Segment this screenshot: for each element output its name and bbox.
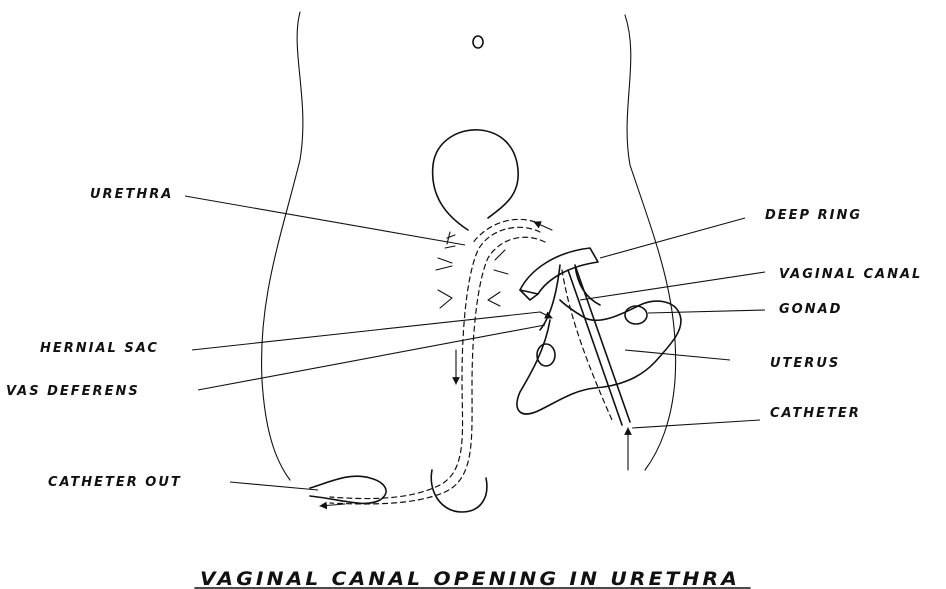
catheter-path-third [472,219,535,244]
label-catheter-out: CATHETER OUT [48,475,182,490]
catheter-path [330,219,552,504]
urethra-wall-mid-right [494,250,508,274]
catheter-path-outer [330,227,540,498]
label-catheter: CATHETER [770,406,861,421]
leader-vas-deferens [198,325,545,390]
label-gonad: GONAD [779,302,842,317]
navel [473,36,483,48]
catheter-exit-bulge [310,476,386,503]
leader-vaginal-canal [580,272,765,300]
leader-catheter-out [230,482,318,490]
label-vaginal-canal: VAGINAL CANAL [779,267,922,282]
catheter-exit [310,476,386,506]
label-deep-ring: DEEP RING [765,208,862,223]
leader-hernial-sac [192,312,540,350]
body-outline [262,12,676,480]
vaginal-canal [540,265,612,420]
label-vas-deferens: VAS DEFERENS [6,384,140,399]
leader-deep-ring [600,218,745,258]
body-outline-right [625,15,676,470]
leader-gonad [648,310,765,313]
diagram-title: VAGINAL CANAL OPENING IN URETHRA [200,568,740,589]
lower-sinus-outline [431,470,487,512]
catheter-in-line-a [568,270,622,425]
label-urethra: URETHRA [90,187,173,202]
urethra-wall-low-left [438,290,452,308]
catheter-in [568,268,630,470]
leader-urethra [185,196,465,245]
bladder-outline [433,130,519,230]
leader-catheter [632,420,760,428]
label-uterus: UTERUS [770,356,840,371]
labels: URETHRA HERNIAL SAC VAS DEFERENS CATHETE… [6,187,922,490]
body-outline-left [262,12,303,480]
leader-uterus [625,350,730,360]
label-hernial-sac: HERNIAL SAC [40,341,159,356]
title-group: VAGINAL CANAL OPENING IN URETHRA [195,568,750,589]
urethra-wall-upper [445,232,455,248]
catheter-exit-tip-arrow [320,504,345,506]
gonad-shape [625,306,647,324]
urethra-wall-low-right [488,292,500,306]
vaginal-canal-dashes [562,270,612,420]
catheter-top-arrow [534,222,552,230]
urethra-wall-mid-left [436,258,452,270]
catheter-path-inner [330,237,545,504]
